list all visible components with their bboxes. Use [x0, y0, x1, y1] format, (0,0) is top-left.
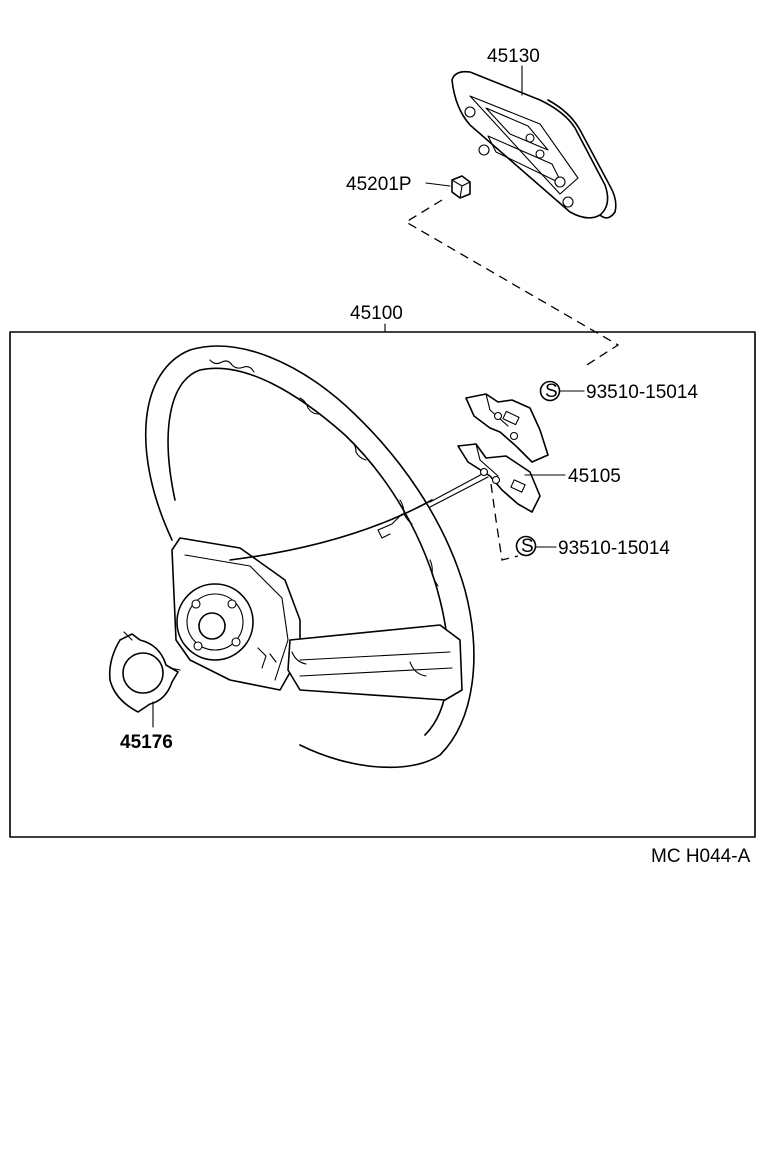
- standard-part-symbol-upper: S: [545, 381, 558, 402]
- standard-part-symbol-lower: S: [521, 536, 534, 557]
- nut-45201p: [451, 175, 471, 199]
- part-label-screw-lower: 93510-15014: [558, 538, 670, 559]
- screw-symbol-upper: S: [539, 380, 561, 402]
- part-label-45100: 45100: [350, 303, 403, 324]
- horn-contact-45105: [457, 393, 549, 513]
- part-label-45130: 45130: [487, 46, 540, 67]
- assembly-frame: [9, 331, 756, 838]
- part-label-screw-upper: 93510-15014: [586, 382, 698, 403]
- cancel-plate-45176: [108, 631, 181, 713]
- steering-pad-45130: [451, 70, 617, 219]
- steering-wheel-45100: [144, 345, 489, 769]
- figure-code: MC H044-A: [651, 846, 751, 867]
- part-label-45201p: 45201P: [346, 174, 412, 195]
- part-label-45105: 45105: [568, 466, 621, 487]
- part-label-45176: 45176: [120, 732, 173, 753]
- screw-symbol-lower: S: [515, 535, 537, 557]
